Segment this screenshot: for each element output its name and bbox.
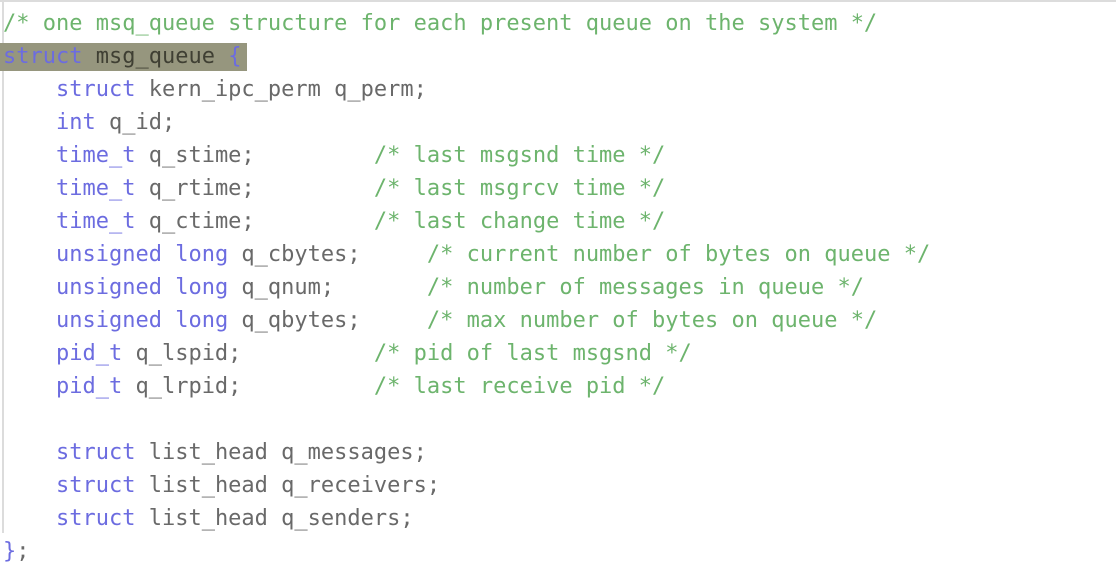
code-token: /* number of messages in queue */	[426, 275, 864, 300]
code-line[interactable]: pid_t q_lrpid; /* last receive pid */	[3, 370, 930, 403]
code-token: long	[175, 242, 229, 267]
code-token: /* max number of bytes on queue */	[426, 308, 878, 333]
code-token	[3, 275, 56, 300]
code-line[interactable]: time_t q_rtime; /* last msgrcv time */	[3, 172, 930, 205]
code-token: /* last receive pid */	[373, 374, 666, 399]
code-line[interactable]: time_t q_ctime; /* last change time */	[3, 205, 930, 238]
code-token	[3, 110, 56, 135]
code-token: msg_queue	[82, 44, 229, 69]
code-token	[3, 143, 56, 168]
code-token: q_lrpid;	[122, 374, 374, 399]
code-token: unsigned	[55, 242, 162, 267]
code-line[interactable]: int q_id;	[3, 106, 930, 139]
code-token: q_id;	[95, 110, 176, 135]
code-token: q_stime;	[135, 143, 374, 168]
code-token: q_lspid;	[122, 341, 374, 366]
code-token: {	[228, 44, 242, 69]
code-token	[3, 209, 56, 234]
code-token: q_cbytes;	[228, 242, 427, 267]
highlighted-occurrence: struct msg_queue {	[0, 43, 248, 71]
code-token: list_head q_messages;	[135, 440, 427, 465]
code-token	[162, 242, 175, 267]
code-token: int	[55, 110, 96, 135]
code-token: list_head q_receivers;	[135, 473, 441, 498]
code-token: /* current number of bytes on queue */	[426, 242, 931, 267]
code-token: long	[175, 308, 229, 333]
code-token	[3, 374, 56, 399]
code-token	[3, 341, 56, 366]
code-token: time_t	[55, 143, 136, 168]
indent-guide-line	[2, 0, 4, 533]
code-token: q_rtime;	[135, 176, 374, 201]
code-token: struct	[55, 77, 136, 102]
code-token: long	[175, 275, 229, 300]
code-token	[3, 308, 56, 333]
code-token: /* last msgrcv time */	[373, 176, 666, 201]
code-token: time_t	[55, 176, 136, 201]
code-token: q_ctime;	[135, 209, 374, 234]
code-token	[3, 242, 56, 267]
code-line[interactable]: struct list_head q_messages;	[3, 436, 930, 469]
code-line[interactable]: pid_t q_lspid; /* pid of last msgsnd */	[3, 337, 930, 370]
code-area[interactable]: /* one msq_queue structure for each pres…	[0, 7, 930, 568]
code-token	[3, 473, 56, 498]
code-token: q_qnum;	[228, 275, 427, 300]
code-token: struct	[55, 473, 136, 498]
code-token: q_qbytes;	[228, 308, 427, 333]
code-line[interactable]: /* one msq_queue structure for each pres…	[3, 7, 930, 40]
code-line[interactable]: };	[3, 535, 930, 568]
code-token: /* last msgsnd time */	[373, 143, 666, 168]
code-token: kern_ipc_perm q_perm;	[135, 77, 427, 102]
code-line[interactable]: struct list_head q_receivers;	[3, 469, 930, 502]
code-token: ;	[16, 539, 30, 564]
code-token: time_t	[55, 209, 136, 234]
code-token: unsigned	[55, 308, 162, 333]
code-token: pid_t	[55, 374, 123, 399]
code-line[interactable]: struct list_head q_senders;	[3, 502, 930, 535]
code-line[interactable]: unsigned long q_qnum; /* number of messa…	[3, 271, 930, 304]
code-line[interactable]: time_t q_stime; /* last msgsnd time */	[3, 139, 930, 172]
code-token: struct	[55, 506, 136, 531]
code-token	[3, 440, 56, 465]
code-line[interactable]: struct kern_ipc_perm q_perm;	[3, 73, 930, 106]
code-token: unsigned	[55, 275, 162, 300]
code-token	[3, 176, 56, 201]
code-token	[3, 506, 56, 531]
code-token: struct	[3, 44, 83, 69]
code-token: list_head q_senders;	[135, 506, 414, 531]
code-token	[162, 308, 175, 333]
code-line[interactable]: unsigned long q_cbytes; /* current numbe…	[3, 238, 930, 271]
code-token: }	[3, 539, 17, 564]
code-line[interactable]: unsigned long q_qbytes; /* max number of…	[3, 304, 930, 337]
code-token: pid_t	[55, 341, 123, 366]
code-token: /* one msq_queue structure for each pres…	[3, 11, 878, 36]
code-line[interactable]	[3, 403, 930, 436]
code-token: /* pid of last msgsnd */	[373, 341, 692, 366]
editor-top-border	[0, 0, 1116, 2]
code-token	[162, 275, 175, 300]
code-token: /* last change time */	[373, 209, 666, 234]
code-token: struct	[55, 440, 136, 465]
code-token	[3, 77, 56, 102]
code-line[interactable]: struct msg_queue {	[0, 40, 930, 73]
